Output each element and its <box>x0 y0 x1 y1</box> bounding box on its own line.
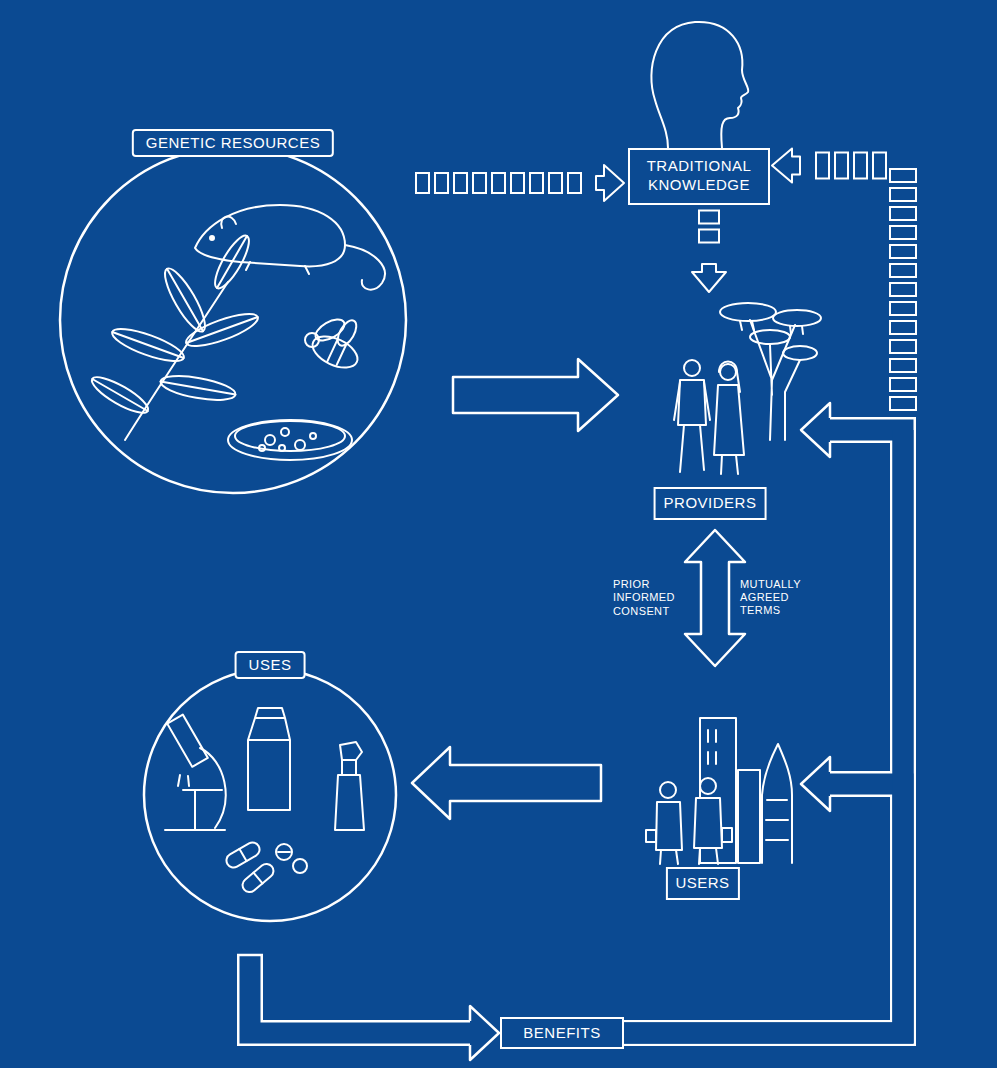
arrow-head <box>772 149 800 183</box>
dashed-arrow <box>772 149 916 411</box>
note-label: MUTUALLY AGREED TERMS <box>740 578 820 618</box>
resource-circle: GENETIC RESOURCES <box>58 145 408 495</box>
dash-block <box>835 153 848 179</box>
band-fill-layer <box>250 430 903 1033</box>
label-box: USERS <box>665 867 739 900</box>
microscope-drawing <box>165 715 226 830</box>
dash-block <box>890 321 916 334</box>
label-box: TRADITIONAL KNOWLEDGE <box>628 148 770 205</box>
people-drawing <box>646 778 732 864</box>
dash-block <box>890 340 916 353</box>
leaf-drawing <box>88 232 261 440</box>
arrow-layer <box>237 149 916 1061</box>
resource-circle: USES <box>142 667 398 923</box>
dash-block <box>568 173 581 193</box>
banner-label: GENETIC RESOURCES <box>132 129 334 157</box>
bee-drawing <box>305 315 362 374</box>
banner-label: USES <box>235 651 306 679</box>
circle-outline <box>142 667 398 923</box>
band-outline <box>624 430 903 1033</box>
edge-label: PRIOR INFORMED CONSENT <box>613 578 693 618</box>
rat-drawing <box>195 205 385 290</box>
label-box: BENEFITS <box>500 1017 624 1050</box>
petri-dish-drawing <box>228 420 352 460</box>
dash-block <box>549 173 562 193</box>
dash-block <box>890 245 916 258</box>
head-silhouette <box>651 22 748 148</box>
arrow-head <box>801 403 830 457</box>
band-fill <box>624 430 903 1033</box>
dashed-arrow <box>416 165 624 201</box>
dash-block <box>890 302 916 315</box>
arrow-head <box>692 264 726 292</box>
people-drawing <box>674 360 744 474</box>
band-outline <box>624 430 903 1033</box>
circle-outline <box>144 669 396 921</box>
dash-block <box>890 359 916 372</box>
flow-arrow <box>453 359 618 431</box>
actor-group: PROVIDERS <box>620 290 800 520</box>
dash-block <box>890 188 916 201</box>
arrow-head <box>470 1006 499 1060</box>
dash-block <box>890 207 916 220</box>
spray-bottle-drawing <box>335 742 364 830</box>
carton-drawing <box>248 708 290 810</box>
pills-drawing <box>224 840 307 895</box>
box-label: TRADITIONAL KNOWLEDGE <box>638 157 760 195</box>
dash-block <box>530 173 543 193</box>
band-outline-layer <box>250 430 903 1033</box>
dash-block <box>511 173 524 193</box>
box-label: USERS <box>675 874 729 893</box>
actor-group: USERS <box>605 668 800 900</box>
box-label: PROVIDERS <box>664 494 757 513</box>
band-outline <box>624 784 903 1033</box>
dash-block <box>890 264 916 277</box>
flow-arrow <box>412 747 601 819</box>
dash-block <box>699 230 719 243</box>
dash-block <box>416 173 429 193</box>
dash-block <box>890 169 916 182</box>
dash-block <box>854 153 867 179</box>
arrow-head <box>801 757 830 811</box>
dash-block <box>492 173 505 193</box>
dash-block <box>473 173 486 193</box>
band-fill <box>624 784 903 1033</box>
dash-block <box>816 153 829 179</box>
circle-outline <box>60 147 406 493</box>
box-label: BENEFITS <box>523 1024 600 1043</box>
arrow-head <box>470 1006 499 1060</box>
dash-block <box>890 378 916 391</box>
dash-block <box>873 153 886 179</box>
band-end <box>237 954 263 957</box>
band-fill <box>250 955 470 1033</box>
dash-block <box>435 173 448 193</box>
arrow-head <box>801 403 830 457</box>
dash-block <box>699 211 719 224</box>
flow-arrow <box>685 530 745 666</box>
arrow-head <box>801 757 830 811</box>
dash-block <box>890 397 916 410</box>
dash-block <box>454 173 467 193</box>
label-box: PROVIDERS <box>654 487 767 520</box>
band-fill <box>624 430 903 1033</box>
dash-block <box>890 226 916 239</box>
circle-outline <box>58 145 408 495</box>
band-outline <box>250 955 470 1033</box>
dash-block <box>890 283 916 296</box>
arrow-head <box>596 165 624 201</box>
dashed-arrow <box>692 211 726 293</box>
